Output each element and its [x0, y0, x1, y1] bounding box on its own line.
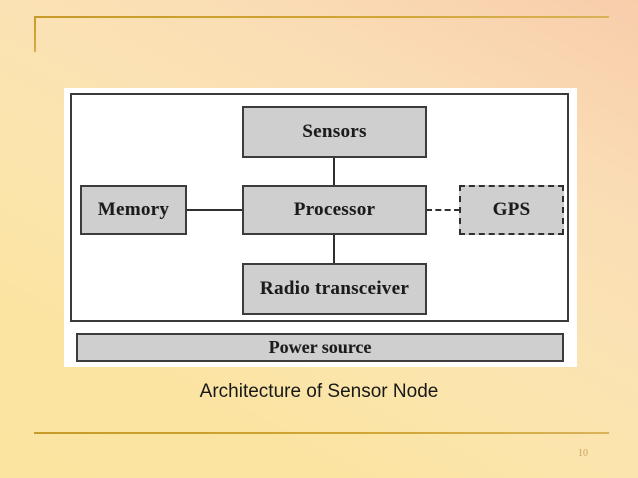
block-processor: Processor — [242, 185, 427, 235]
connector-processor-radio — [333, 234, 335, 264]
diagram-picture-frame: Sensors Memory Processor GPS Radio trans… — [64, 88, 577, 367]
slide-caption: Architecture of Sensor Node — [199, 381, 439, 402]
connector-memory-processor — [186, 209, 243, 211]
decorative-rule-top-vertical — [34, 16, 36, 52]
block-memory: Memory — [80, 185, 187, 235]
block-radio-transceiver: Radio transceiver — [242, 263, 427, 315]
page-number: 10 — [578, 448, 588, 459]
decorative-rule-bottom-horizontal — [34, 432, 609, 434]
sensor-node-diagram: Sensors Memory Processor GPS Radio trans… — [70, 93, 571, 362]
block-sensors: Sensors — [242, 106, 427, 158]
decorative-rule-top-horizontal — [34, 16, 609, 18]
block-gps: GPS — [459, 185, 564, 235]
block-power-source: Power source — [76, 333, 564, 362]
connector-sensors-processor — [333, 157, 335, 186]
connector-processor-gps-dashed — [426, 209, 460, 211]
